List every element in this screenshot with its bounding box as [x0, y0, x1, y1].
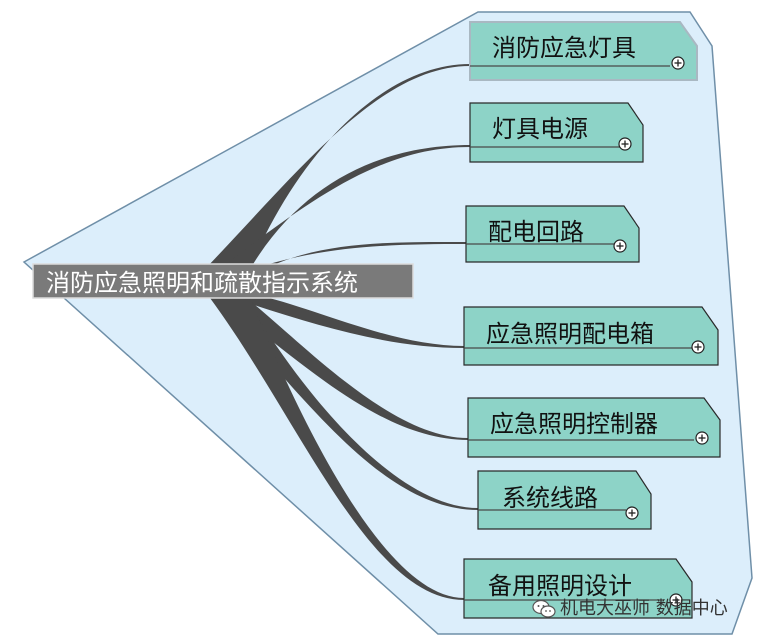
plus-circle-icon[interactable]	[618, 137, 632, 151]
branch-node-1[interactable]: 消防应急灯具	[469, 21, 698, 81]
branch-node-6[interactable]: 系统线路	[477, 470, 652, 530]
watermark-text: 机电大巫师 数据中心	[560, 598, 728, 619]
branch-node-1-label: 消防应急灯具	[492, 34, 636, 62]
branch-node-3-label: 配电回路	[488, 218, 584, 246]
connector-2	[210, 145, 470, 276]
connector-4	[214, 292, 464, 348]
root-node-label: 消防应急照明和疏散指示系统	[46, 269, 358, 297]
connector-6	[212, 298, 478, 510]
wechat-icon	[532, 599, 556, 618]
connector-5	[214, 296, 468, 440]
branch-node-5-label: 应急照明控制器	[490, 410, 658, 438]
root-node[interactable]: 消防应急照明和疏散指示系统	[32, 263, 414, 299]
branch-node-4[interactable]: 应急照明配电箱	[463, 306, 719, 366]
branch-node-3[interactable]: 配电回路	[465, 205, 640, 263]
branch-node-7-label: 备用照明设计	[488, 572, 632, 600]
plus-circle-icon[interactable]	[625, 506, 639, 520]
branch-node-4-label: 应急照明配电箱	[486, 320, 654, 348]
plus-circle-icon[interactable]	[669, 593, 683, 607]
plus-circle-icon[interactable]	[613, 239, 627, 253]
plus-circle-icon[interactable]	[691, 340, 705, 354]
watermark: 机电大巫师 数据中心	[532, 594, 728, 620]
branch-node-6-label: 系统线路	[502, 484, 598, 512]
branch-node-2[interactable]: 灯具电源	[469, 102, 644, 163]
connector-1	[206, 64, 470, 268]
plus-circle-icon[interactable]	[695, 431, 709, 445]
connector-7	[210, 298, 464, 600]
branch-node-2-label: 灯具电源	[492, 115, 588, 143]
plus-circle-icon[interactable]	[671, 56, 685, 70]
branch-node-5[interactable]: 应急照明控制器	[467, 397, 721, 458]
branch-node-7[interactable]: 备用照明设计	[463, 558, 693, 619]
